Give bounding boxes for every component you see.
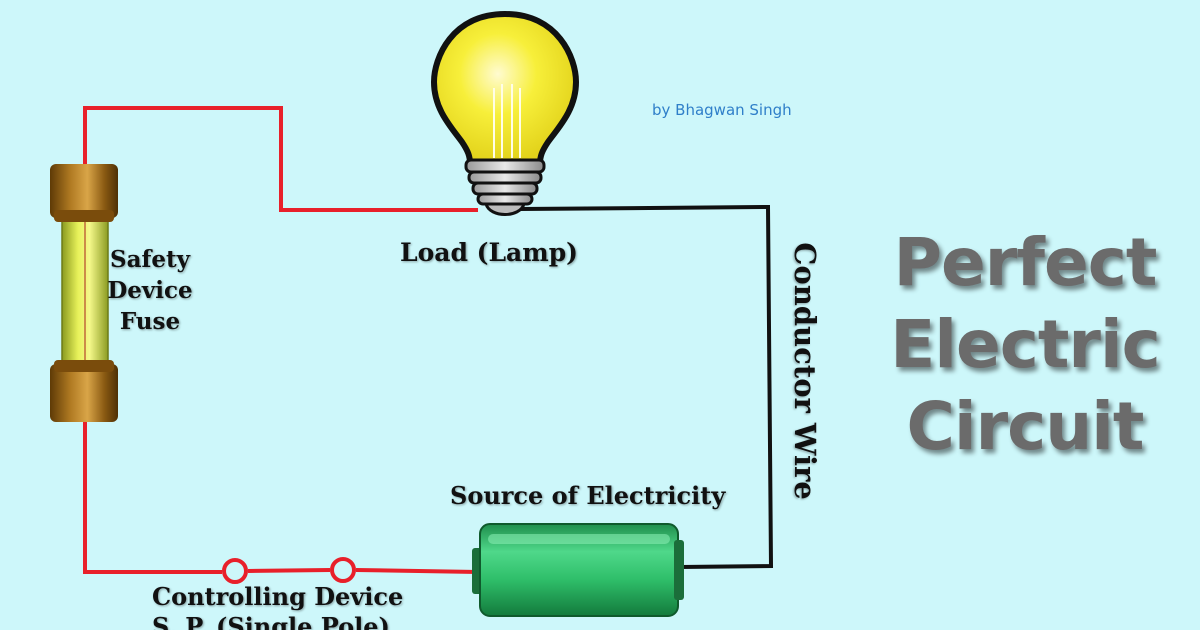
switch-terminal-icon (222, 557, 356, 584)
fuse-label: Safety Device Fuse (100, 244, 200, 337)
title-line: Electric (890, 306, 1160, 383)
author-credit: by Bhagwan Singh (652, 101, 792, 119)
light-bulb-icon (430, 10, 580, 216)
control-label-line: S. P. (Single Pole) (152, 612, 390, 630)
source-label: Source of Electricity (450, 481, 726, 510)
wire-label: Conductor Wire (788, 242, 822, 500)
title-line: Circuit (906, 388, 1145, 465)
fuse-label-line: Fuse (119, 308, 181, 335)
battery-cell-icon (472, 523, 684, 617)
fuse-label-line: Device (107, 277, 193, 304)
lamp-label: Load (Lamp) (400, 238, 579, 267)
live-wire (83, 106, 479, 574)
page-title: Perfect Electric Circuit (880, 222, 1170, 468)
control-label: Controlling Device S. P. (Single Pole) (152, 582, 403, 630)
cartridge-fuse-icon (50, 164, 118, 422)
title-line: Perfect (893, 224, 1158, 301)
control-label-line: Controlling Device (152, 582, 404, 611)
fuse-label-line: Safety (109, 246, 191, 273)
neutral-wire (519, 204, 774, 569)
